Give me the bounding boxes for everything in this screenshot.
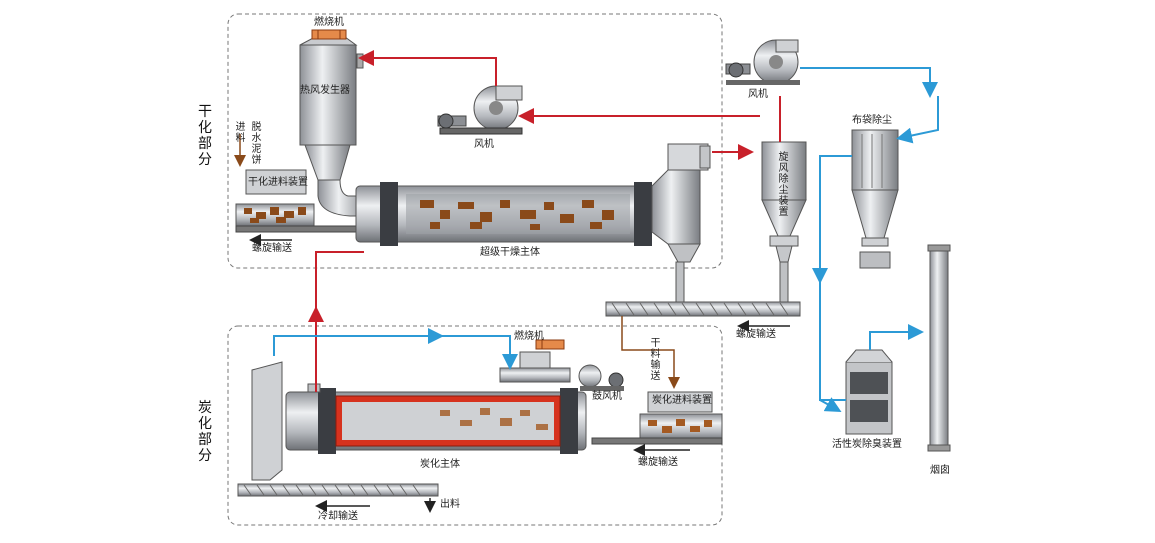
carbonization-section-box: [227, 325, 723, 526]
carbonization-body-label: 炭化主体: [420, 459, 460, 470]
cold-air-flows: [273, 67, 939, 412]
feed-vertical-label: 进料: [235, 122, 246, 144]
drying-feed-device-label: 干化进料装置: [248, 177, 308, 188]
bag-dust-collector: [851, 129, 899, 269]
chimney: [927, 244, 951, 452]
hot-air-generator-label: 热风发生器: [300, 85, 350, 96]
carbonization-section-title: 炭化部分: [198, 400, 212, 464]
dry-material-transfer-label: 干料输送: [650, 338, 661, 382]
cyclone-dust-collector: [761, 141, 807, 263]
cooling-conveyor-label: 冷却输送: [318, 511, 358, 522]
drying-fan-label: 风机: [474, 139, 494, 150]
drying-feed-device: [235, 169, 367, 233]
burner-top-icon: [311, 29, 347, 40]
top-right-fan-label: 风机: [748, 89, 768, 100]
blower-label: 鼓风机: [592, 391, 622, 402]
activated-carbon-deodor-label: 活性炭除臭装置: [832, 439, 902, 450]
burner-carbon-label: 燃烧机: [514, 331, 544, 342]
screw-conveyor-drying-label: 螺旋输送: [252, 243, 292, 254]
screw-conveyor-carbon-label: 螺旋输送: [638, 457, 678, 468]
middle-screw-conveyor: [605, 261, 801, 317]
dewatered-sludge-label: 脱水泥饼: [251, 122, 262, 166]
conveyor-direction-arrows: [249, 234, 790, 513]
carbon-burner-icon: [499, 339, 571, 383]
bag-dust-collector-label: 布袋除尘: [852, 115, 892, 126]
cyclone-dust-collector-label: 旋风除尘装置: [778, 152, 789, 218]
cooling-conveyor: [237, 483, 439, 497]
discharge-label: 出料: [440, 499, 460, 510]
carbonization-body: [251, 361, 587, 481]
carbon-feed-device: [591, 391, 723, 445]
activated-carbon-deodorizer: [845, 349, 893, 435]
burner-top-label: 燃烧机: [314, 17, 344, 28]
chimney-label: 烟囱: [930, 465, 950, 476]
drying-section-box: [227, 13, 723, 269]
drying-fan-icon: [437, 85, 523, 135]
blower-icon: [578, 364, 624, 391]
carbon-feed-device-label: 炭化进料装置: [652, 395, 712, 406]
hot-air-flows: [308, 50, 781, 392]
drying-section-title: 干化部分: [198, 104, 212, 168]
top-right-fan-icon: [725, 39, 800, 85]
super-dryer-body-label: 超级干燥主体: [480, 247, 540, 258]
material-flows: [234, 134, 680, 389]
screw-conveyor-mid-label: 螺旋输送: [736, 329, 776, 340]
super-dryer-body: [355, 143, 711, 263]
